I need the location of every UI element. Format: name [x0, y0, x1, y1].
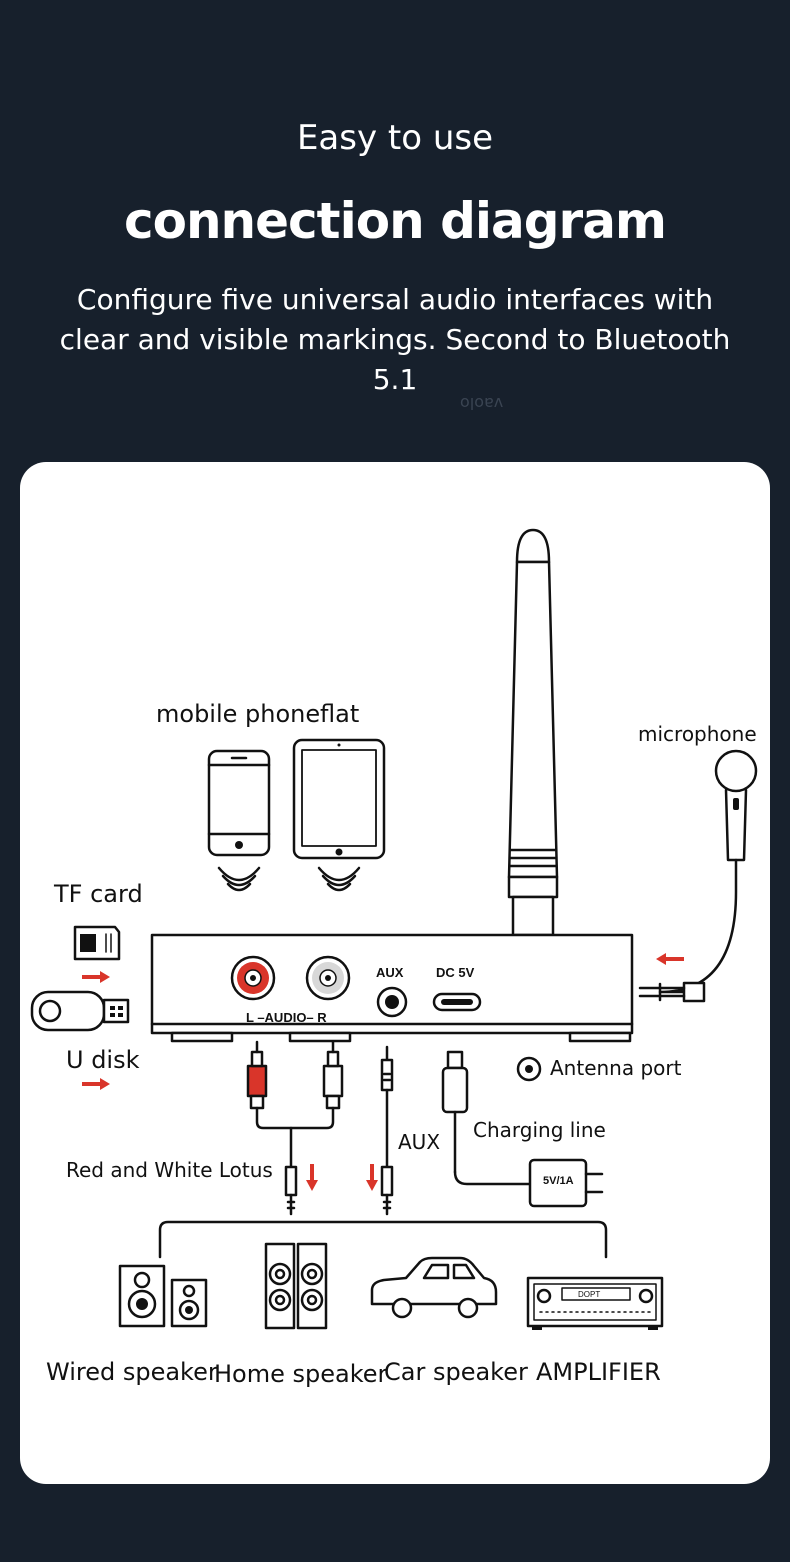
charging-cable	[441, 1050, 604, 1208]
label-amplifier: AMPLIFIER	[536, 1358, 661, 1386]
label-charging-line: Charging line	[473, 1118, 606, 1142]
page-title: connection diagram	[123, 192, 667, 250]
label-aux-port: AUX	[376, 965, 404, 980]
amplifier-display: DOPT	[578, 1290, 601, 1299]
rca-cable	[246, 1040, 344, 1216]
output-bracket	[158, 1220, 608, 1259]
arrow-u-disk	[82, 1078, 110, 1090]
wired-speaker-icon	[118, 1264, 208, 1328]
subtitle-text: Configure five universal audio interface…	[59, 283, 731, 396]
eyebrow-text: Easy to use	[296, 118, 494, 158]
tablet-icon	[292, 738, 386, 860]
label-mobile-phone: mobile phone	[156, 700, 321, 728]
car-icon	[370, 1256, 498, 1319]
label-aux-cable: AUX	[398, 1130, 441, 1154]
label-antenna-port: Antenna port	[550, 1056, 682, 1080]
connection-diagram	[30, 528, 758, 1330]
u-disk-icon	[30, 990, 130, 1032]
tf-card-icon	[73, 925, 121, 961]
label-u-disk: U disk	[66, 1046, 140, 1074]
header: Easy to use connection diagram Configure…	[0, 0, 790, 460]
red-arrows	[82, 953, 684, 1191]
label-flat: flat	[320, 700, 360, 728]
arrow-microphone	[656, 953, 684, 965]
diagram-card: mobile phone flat microphone TF card U d…	[20, 462, 770, 1484]
home-speaker-icon	[264, 1242, 328, 1330]
label-tf-card: TF card	[54, 880, 143, 908]
label-wired-speaker: Wired speaker	[46, 1358, 218, 1386]
label-audio-port: L –AUDIO– R	[246, 1010, 327, 1025]
wifi-icon-phone	[217, 866, 261, 892]
wifi-icon-tablet	[317, 866, 361, 892]
microphone-icon	[638, 749, 758, 1003]
aux-port-icon	[376, 986, 408, 1018]
rca-left-port-icon	[230, 955, 276, 1001]
rca-right-port-icon	[305, 955, 351, 1001]
label-car-speaker: Car speaker	[384, 1358, 528, 1386]
mobile-phone-icon	[207, 749, 271, 857]
label-microphone: microphone	[638, 722, 757, 746]
arrow-tf-card	[82, 971, 110, 983]
arrow-rca-down	[306, 1164, 318, 1191]
label-home-speaker: Home speaker	[214, 1360, 388, 1388]
aux-cable	[380, 1045, 394, 1216]
label-dc-port: DC 5V	[436, 965, 475, 980]
antenna-icon	[505, 528, 561, 971]
label-red-white-lotus: Red and White Lotus	[66, 1158, 273, 1182]
antenna-port-icon	[516, 1056, 542, 1082]
amplifier-icon	[526, 1276, 664, 1330]
dc-port-icon	[432, 992, 482, 1012]
label-adapter: 5V/1A	[543, 1175, 574, 1187]
watermark: vaolo	[460, 394, 504, 413]
arrow-aux-down	[366, 1164, 378, 1191]
